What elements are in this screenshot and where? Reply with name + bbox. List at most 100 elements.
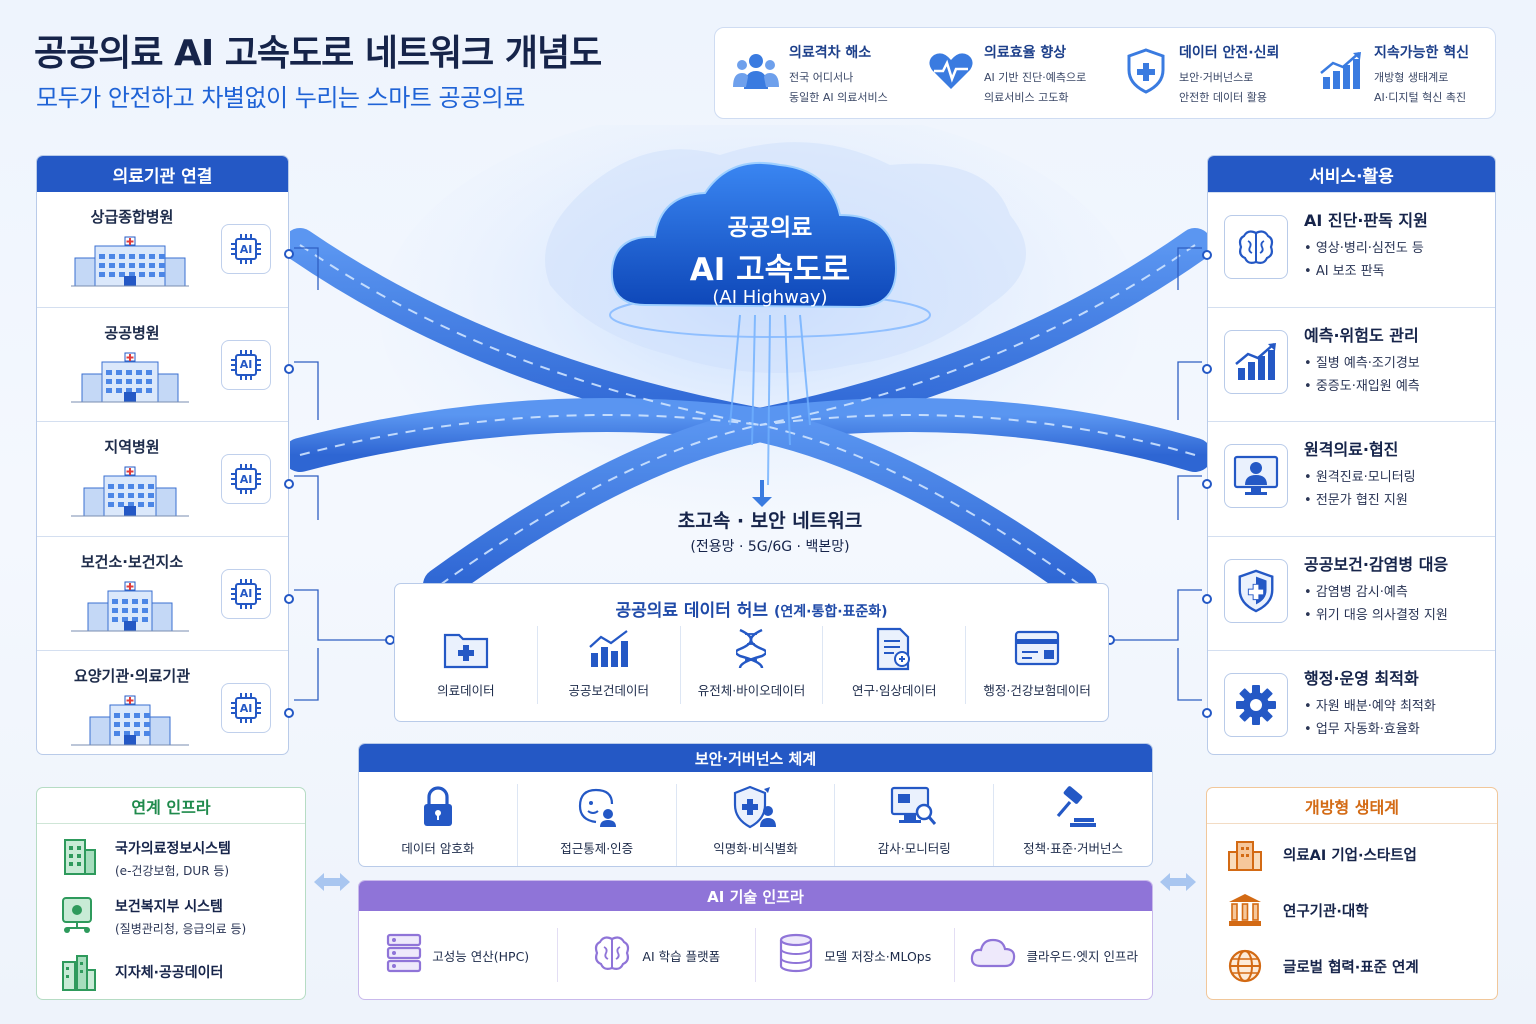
ecosystem-label: 의료AI 기업·스타트업 (1283, 848, 1417, 864)
service-item[interactable]: 공공보건·감염병 대응감염병 감시·예측위기 대응 의사결정 지원 (1202, 535, 1495, 651)
security-item[interactable]: 감사·모니터링 (834, 784, 993, 866)
brain-icon (1224, 215, 1288, 279)
bidirectional-arrow-icon (1160, 873, 1196, 891)
service-bullet: 감염병 감시·예측 (1304, 581, 1448, 604)
data-hub-label: 공공보건데이터 (568, 683, 649, 698)
data-hub: 공공의료 데이터 허브 (연계·통합·표준화) 의료데이터 공공보건데이터 유전체·… (394, 583, 1109, 722)
dna-icon (726, 626, 776, 672)
shield-icon (1224, 558, 1288, 623)
security-label: 정책·표준·거버넌스 (1023, 841, 1124, 856)
cloud-line3: (AI Highway) (712, 287, 828, 308)
service-item[interactable]: 행정·운영 최적화자원 배분·예약 최적화업무 자동화·효율화 (1202, 650, 1495, 765)
ecosystem-item[interactable]: 글로벌 협력·표준 연계 (1207, 936, 1497, 992)
goal-desc: 의료서비스 고도화 (984, 91, 1069, 104)
globe-icon (1227, 948, 1263, 984)
ai-infra-item[interactable]: 고성능 연산(HPC) (359, 928, 557, 982)
link-infra-item[interactable]: 지자체·공공데이터 (37, 940, 305, 998)
people-icon (733, 48, 779, 94)
data-hub-title: 공공의료 데이터 허브 (연계·통합·표준화) (395, 584, 1108, 626)
service-title: AI 진단·판독 지원 (1304, 211, 1428, 230)
data-hub-label: 의료데이터 (437, 683, 495, 698)
ai-chip-label: AI (239, 472, 253, 486)
service-title: 원격의료·협진 (1304, 440, 1399, 460)
bidirectional-arrow-icon (314, 873, 350, 891)
telemedicine-icon (1224, 444, 1288, 509)
ai-infra-label: 클라우드·엣지 인프라 (1026, 948, 1138, 964)
connector-dot (1202, 708, 1212, 719)
goal-desc: 동일한 AI 의료서비스 (789, 91, 888, 104)
city-icon (59, 952, 99, 992)
service-title: 행정·운영 최적화 (1304, 669, 1419, 689)
service-item[interactable]: 원격의료·협진원격진료·모니터링전문가 협진 지원 (1202, 421, 1495, 536)
data-hub-item[interactable]: 연구·임상데이터 (822, 626, 965, 704)
data-hub-item[interactable]: 의료데이터 (395, 626, 537, 704)
link-infra-item[interactable]: 보건복지부 시스템(질병관리청, 응급의료 등) (37, 882, 305, 940)
security-item[interactable]: 데이터 암호화 (359, 784, 517, 866)
gear-icon (1224, 673, 1288, 738)
institution-name: 보건소·보건지소 (80, 552, 184, 571)
data-hub-item[interactable]: 공공보건데이터 (536, 626, 680, 704)
ai-chip-icon: AI (221, 454, 271, 505)
connector-dot (284, 364, 294, 375)
shield-user-icon (730, 784, 780, 830)
service-item[interactable]: 예측·위험도 관리질병 예측·조기경보중증도·재입원 예측 (1202, 306, 1495, 422)
goal-desc: 전국 어디서나 (789, 71, 854, 84)
lock-icon (413, 784, 463, 830)
institution-item[interactable]: 지역병원 AI (37, 421, 294, 536)
ecosystem-item[interactable]: 연구기관·대학 (1207, 880, 1497, 936)
goal-desc: AI·디지털 혁신 촉진 (1374, 91, 1467, 104)
service-bullet: 전문가 협진 지원 (1304, 489, 1416, 512)
security-item[interactable]: 정책·표준·거버넌스 (993, 784, 1152, 866)
connector-dot (284, 249, 294, 260)
institution-name: 상급종합병원 (90, 208, 174, 226)
data-hub-title-main: 공공의료 데이터 허브 (615, 601, 769, 621)
data-hub-item[interactable]: 행정·건강보험데이터 (965, 626, 1108, 704)
server-icon (386, 933, 422, 977)
ai-infra-item[interactable]: 클라우드·엣지 인프라 (953, 928, 1153, 982)
research-doc-icon (869, 626, 919, 672)
goal-title: 데이터 안전·신뢰 (1179, 45, 1280, 61)
security-item[interactable]: 익명화·비식별화 (675, 784, 835, 866)
service-bullets: 영상·병리·심전도 등AI 보조 판독 (1304, 237, 1424, 283)
hospital-building-icon (71, 352, 189, 404)
network-title: 초고속 · 보안 네트워크 (677, 510, 863, 532)
link-infra-item[interactable]: 국가의료정보시스템(e-건강보험, DUR 등) (37, 824, 305, 882)
institution-name: 지역병원 (104, 438, 160, 457)
service-bullets: 질병 예측·조기경보중증도·재입원 예측 (1304, 352, 1420, 398)
link-infra-title: 연계 인프라 (37, 788, 305, 824)
ai-infra-item[interactable]: 모델 저장소·MLOps (755, 928, 954, 982)
security-label: 익명화·비식별화 (713, 841, 798, 856)
service-bullet: 영상·병리·심전도 등 (1304, 237, 1424, 260)
security-title: 보안·거버넌스 체계 (359, 744, 1152, 772)
security-item[interactable]: 접근통제·인증 (516, 784, 676, 866)
page-subtitle: 모두가 안전하고 차별없이 누리는 스마트 공공의료 (36, 84, 525, 112)
ai-chip-label: AI (239, 701, 253, 715)
service-bullet: 원격진료·모니터링 (1304, 466, 1416, 489)
institution-panel-title: 의료기관 연결 (37, 156, 288, 192)
service-item[interactable]: AI 진단·판독 지원영상·병리·심전도 등AI 보조 판독 (1202, 192, 1495, 307)
connector-dot (1202, 364, 1212, 375)
ecosystem-item[interactable]: 의료AI 기업·스타트업 (1207, 824, 1497, 880)
security-label: 접근통제·인증 (560, 841, 634, 856)
connector-dot (1202, 478, 1212, 489)
data-hub-item[interactable]: 유전체·바이오데이터 (679, 626, 823, 704)
cloud-line1: 공공의료 (727, 215, 813, 241)
database-icon (778, 933, 814, 977)
ai-infra-item[interactable]: AI 학습 플랫폼 (556, 928, 756, 982)
goal-title: 지속가능한 혁신 (1374, 45, 1470, 61)
connector-dot (284, 593, 294, 604)
hospital-building-icon (71, 581, 189, 633)
link-infra-title: 보건복지부 시스템 (115, 899, 223, 915)
ai-infra-title: AI 기술 인프라 (359, 881, 1152, 911)
